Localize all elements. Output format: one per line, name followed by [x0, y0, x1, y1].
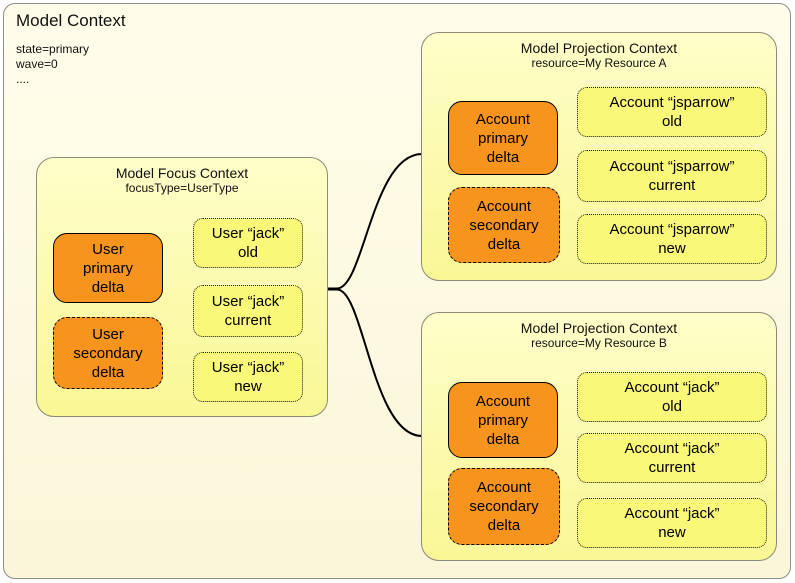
model-projection-context-a-box: Model Projection Context resource=My Res…	[421, 32, 777, 281]
account-secondary-delta-box-b: Account secondary delta	[448, 468, 560, 545]
connector-focus-to-projection-b	[325, 288, 423, 437]
projection-b-title: Model Projection Context	[520, 320, 678, 336]
account-jack-new-box: Account “jack” new	[577, 498, 767, 548]
projection-a-title: Model Projection Context	[520, 40, 678, 56]
account-primary-delta-box-a: Account primary delta	[448, 101, 558, 175]
account-jsparrow-current-box: Account “jsparrow” current	[577, 150, 767, 202]
user-jack-old-box: User “jack” old	[193, 218, 303, 268]
projection-a-subtitle: resource=My Resource A	[531, 56, 667, 70]
model-projection-context-b-box: Model Projection Context resource=My Res…	[421, 312, 777, 561]
model-context-box: Model Context state=primary wave=0 .... …	[3, 3, 791, 579]
model-context-title: Model Context	[16, 11, 126, 30]
property-state: state=primary	[16, 42, 90, 56]
user-primary-delta-box: User primary delta	[53, 233, 163, 303]
account-primary-delta-box-b: Account primary delta	[448, 382, 558, 458]
user-jack-new-box: User “jack” new	[193, 352, 303, 402]
focus-context-title: Model Focus Context	[115, 165, 249, 181]
account-jack-current-box: Account “jack” current	[577, 433, 767, 483]
user-jack-current-box: User “jack” current	[193, 285, 303, 337]
account-secondary-delta-box-a: Account secondary delta	[448, 187, 560, 263]
model-context-properties: state=primary wave=0 ....	[16, 42, 89, 87]
user-secondary-delta-box: User secondary delta	[53, 317, 163, 389]
account-jsparrow-new-box: Account “jsparrow” new	[577, 214, 767, 264]
connector-focus-to-projection-a	[325, 153, 423, 290]
model-focus-context-box: Model Focus Context focusType=UserType U…	[36, 157, 328, 417]
account-jack-old-box: Account “jack” old	[577, 372, 767, 422]
property-ellipsis: ....	[16, 72, 30, 86]
projection-b-subtitle: resource=My Resource B	[531, 336, 667, 350]
focus-context-subtitle: focusType=UserType	[125, 181, 239, 195]
property-wave: wave=0	[16, 57, 58, 71]
account-jsparrow-old-box: Account “jsparrow” old	[577, 87, 767, 137]
